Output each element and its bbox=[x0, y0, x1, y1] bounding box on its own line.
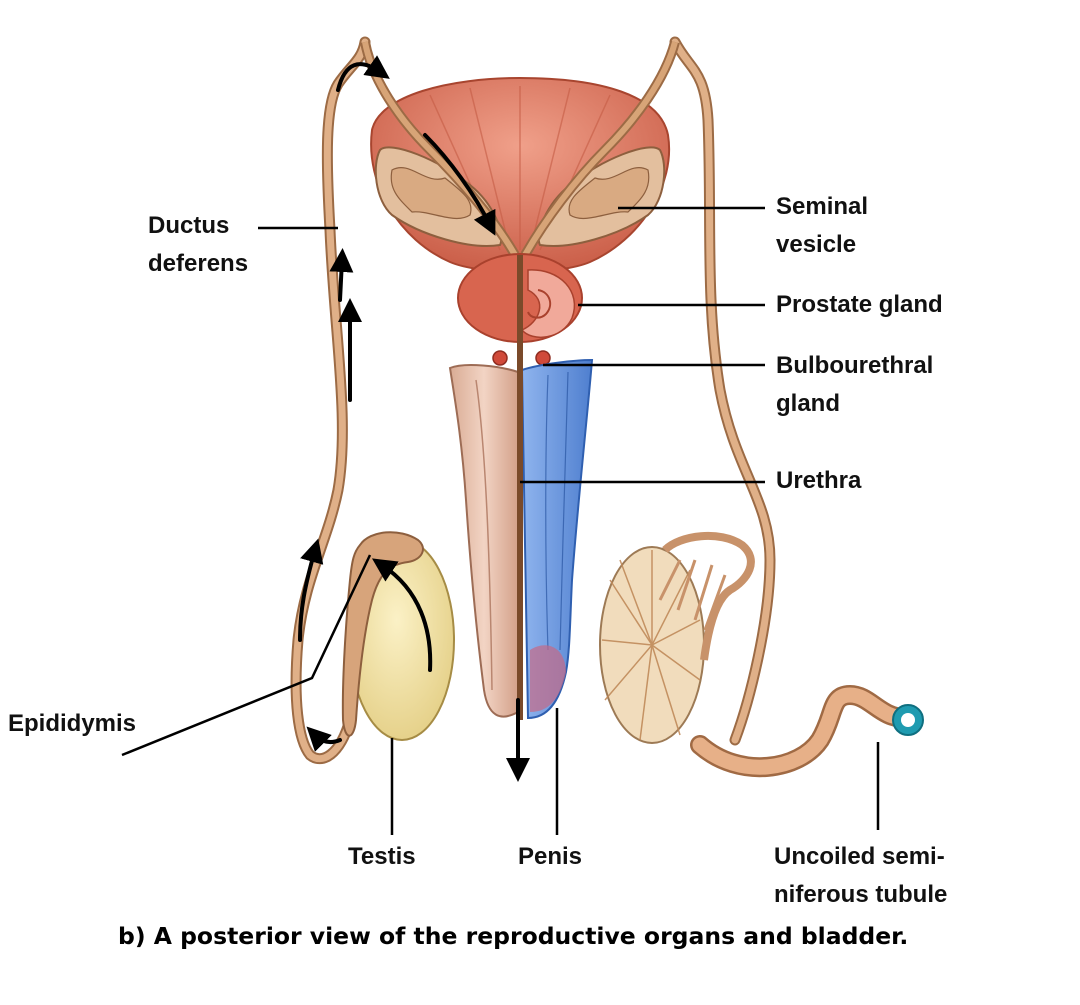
label-seminal-vesicle: Seminal vesicle bbox=[776, 188, 868, 264]
label-urethra: Urethra bbox=[776, 467, 862, 494]
label-ductus-deferens: Ductus deferens bbox=[148, 207, 248, 283]
label-line: Ductus bbox=[148, 212, 230, 239]
flow-arrow bbox=[423, 133, 496, 236]
label-line: deferens bbox=[148, 250, 249, 277]
flow-arrow bbox=[336, 55, 390, 92]
label-line: Bulbourethral bbox=[776, 352, 934, 379]
flow-arrow bbox=[306, 726, 342, 752]
flow-arrow bbox=[371, 558, 433, 672]
flow-arrow bbox=[329, 248, 354, 302]
label-line: vesicle bbox=[776, 231, 857, 258]
corpus-spongiosum bbox=[520, 358, 594, 720]
figure-caption: b) A posterior view of the reproductive … bbox=[118, 922, 909, 950]
bulbourethral-gland-left bbox=[492, 350, 508, 366]
label-line: niferous tubule bbox=[774, 881, 948, 908]
label-testis: Testis bbox=[348, 843, 416, 870]
label-epididymis: Epididymis bbox=[8, 710, 137, 737]
corpus-cavernosum bbox=[448, 364, 519, 718]
label-line: Seminal bbox=[776, 193, 869, 220]
label-line: Uncoiled semi- bbox=[774, 843, 945, 870]
leader-epididymis bbox=[121, 554, 372, 757]
label-penis: Penis bbox=[518, 843, 583, 870]
label-prostate-gland: Prostate gland bbox=[776, 291, 943, 318]
label-bulbourethral-gland: Bulbourethral gland bbox=[776, 347, 933, 423]
right-epididymis-tubules bbox=[662, 531, 755, 661]
bulbourethral-gland-right bbox=[535, 350, 551, 366]
label-uncoiled-tubule: Uncoiled semi- niferous tubule bbox=[774, 838, 947, 914]
flow-arrow bbox=[298, 538, 324, 642]
label-line: gland bbox=[776, 390, 840, 417]
